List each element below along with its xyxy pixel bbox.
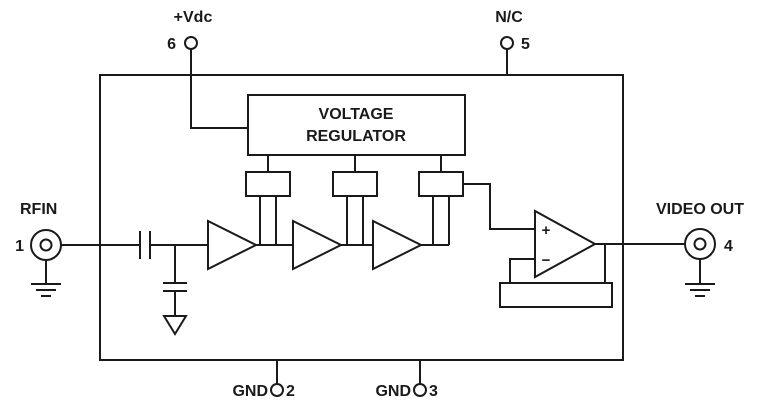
gain-stage-2-triangle xyxy=(292,219,344,271)
video-out-port: VIDEO OUT 4 xyxy=(656,201,744,297)
pin-6-label: +Vdc xyxy=(174,9,213,26)
detector-sum-wire xyxy=(463,183,535,230)
rfin-connector-inner xyxy=(39,238,53,252)
pin-5-terminal-circle xyxy=(500,36,514,50)
pin-3-number: 3 xyxy=(429,383,438,400)
pin-5-number: 5 xyxy=(521,36,530,53)
detector-cell-1-box xyxy=(245,171,291,197)
pin-2-terminal-circle xyxy=(270,383,284,397)
pin-6-vdc: +Vdc 6 xyxy=(167,9,248,129)
triangle-ground-symbol xyxy=(162,315,188,336)
pin-3-label: GND xyxy=(375,383,411,400)
pin-5-label: N/C xyxy=(495,9,523,26)
detector-cell-2-box xyxy=(332,171,378,197)
opamp-minus-sign: − xyxy=(542,252,551,269)
input-network xyxy=(61,231,208,336)
gain-stage-3-triangle xyxy=(372,219,424,271)
video-out-label: VIDEO OUT xyxy=(656,201,744,218)
voltage-regulator-box xyxy=(247,94,466,156)
gain-stage-1-triangle xyxy=(207,219,259,271)
pin-2-label: GND xyxy=(232,383,268,400)
pin-6-terminal-circle xyxy=(184,36,198,50)
opamp-triangle xyxy=(534,209,598,279)
pin-4-number: 4 xyxy=(724,238,733,255)
gain-stages xyxy=(207,219,449,271)
rfin-label: RFIN xyxy=(20,201,57,218)
module-outline-box xyxy=(99,74,624,361)
voltage-regulator-label-line1: VOLTAGE xyxy=(319,106,394,123)
opamp-plus-sign: + xyxy=(542,222,551,239)
pin-5-nc: N/C 5 xyxy=(495,9,530,75)
feedback-element-box xyxy=(499,282,613,308)
inverting-input-wire xyxy=(509,258,535,283)
rfin-port: RFIN 1 xyxy=(15,201,62,297)
pin-6-number: 6 xyxy=(167,36,176,53)
voltage-regulator-label-line2: REGULATOR xyxy=(306,128,406,145)
vdc-supply-wire xyxy=(190,49,248,129)
pin-3-terminal-circle xyxy=(413,383,427,397)
detector-cell-3-box xyxy=(418,171,464,197)
opamp-stage: + − xyxy=(499,209,685,308)
voltage-regulator: VOLTAGE REGULATOR xyxy=(247,94,466,156)
pin-2-number: 2 xyxy=(286,383,295,400)
pin-1-number: 1 xyxy=(15,238,24,255)
video-out-connector-inner xyxy=(693,237,707,251)
bottom-gnd-pins: GND 2 GND 3 xyxy=(232,360,438,400)
detector-cells xyxy=(245,155,535,245)
